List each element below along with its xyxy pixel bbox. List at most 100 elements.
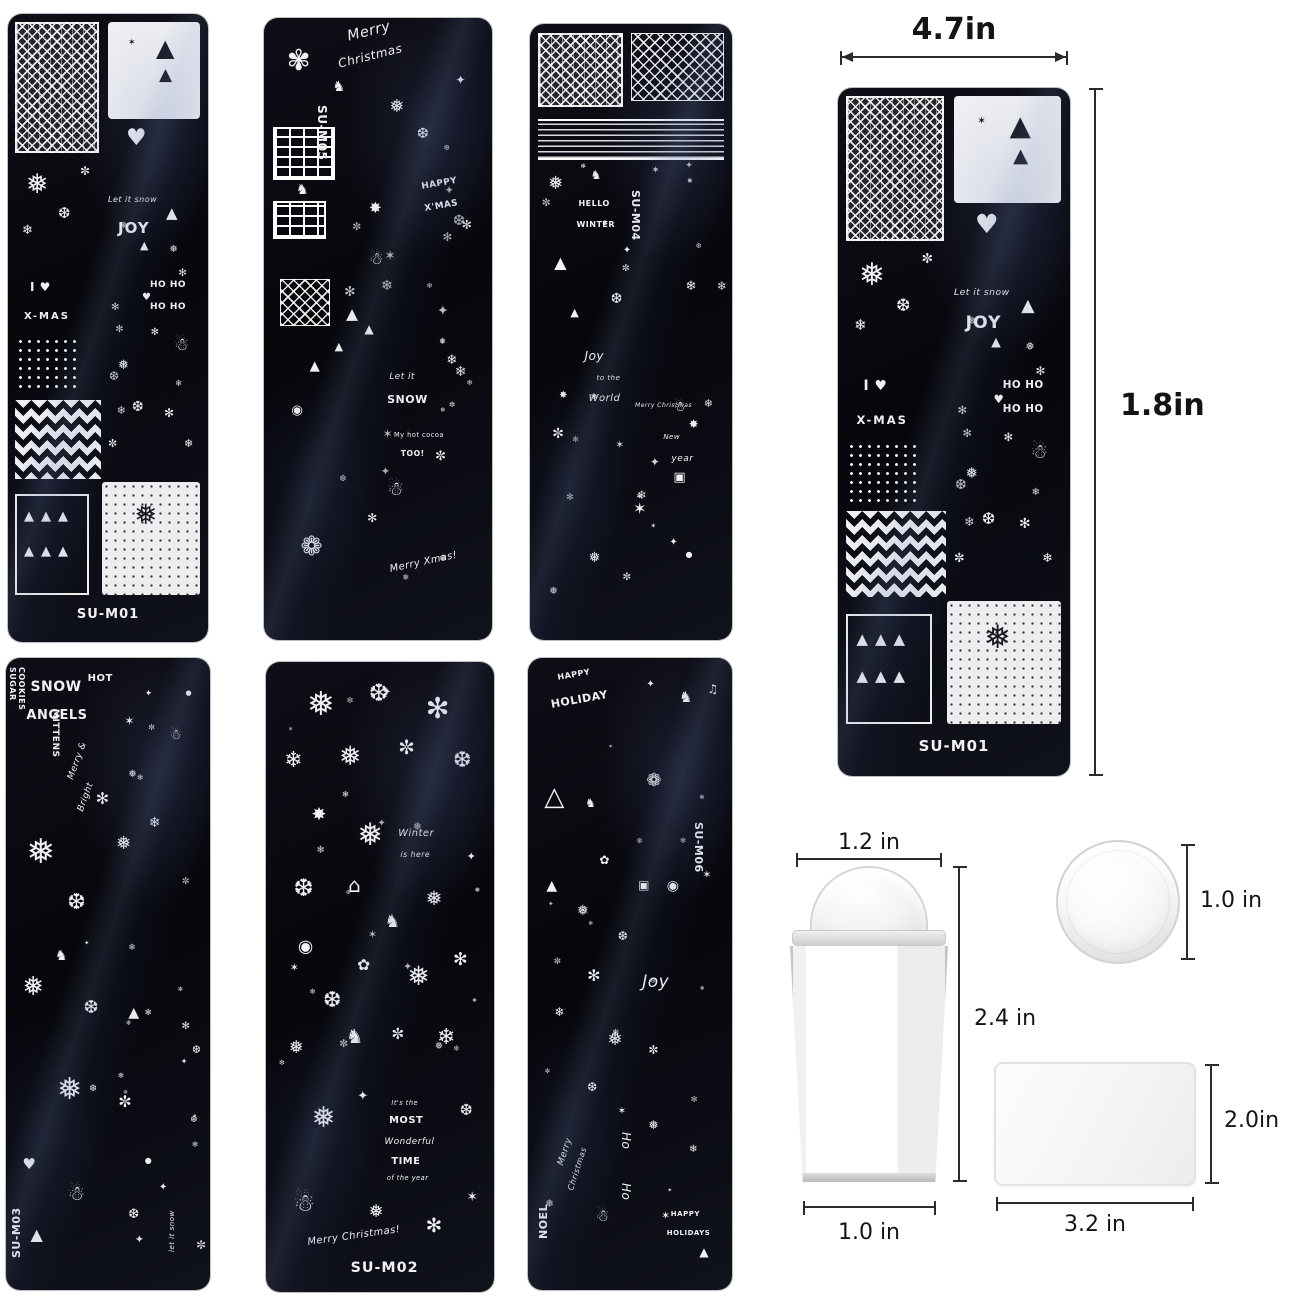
plate-text: HAPPY — [556, 667, 591, 682]
snowflake-icon: ✸ — [559, 390, 568, 402]
snowflake-icon: ❅ — [26, 169, 49, 200]
plate-text: Christmas — [336, 41, 404, 72]
snowflake-icon: ❅ — [439, 337, 447, 348]
snowflake-icon: ❅ — [22, 972, 45, 1002]
plate-text: JOY — [118, 219, 150, 238]
plate-text: of the year — [386, 1174, 429, 1183]
fair-isle-band-tile — [538, 119, 724, 160]
plate-text: I ♥ — [863, 378, 888, 395]
snowflake-icon: ❅ — [858, 257, 885, 293]
snowflake-icon: ❆ — [459, 1101, 473, 1119]
snowflake-icon: ❄ — [341, 788, 349, 799]
snowflake-icon: ✻ — [1035, 364, 1046, 379]
snowflake-icon: ❅ — [338, 740, 362, 772]
plate-text: WINTER — [576, 220, 616, 230]
snowflake-icon: ❅ — [607, 1028, 623, 1050]
tree-icon: ▲▲▲ — [24, 509, 75, 525]
reindeer-icon: ♞ — [54, 947, 68, 964]
snowflake-icon: ✻ — [572, 435, 580, 445]
snowflake-icon: ✻ — [452, 949, 468, 970]
snowflake-icon: ❆ — [443, 142, 450, 152]
snowflake-icon: ✦ — [180, 1056, 188, 1067]
snowflake-icon: ❅ — [434, 1041, 444, 1053]
snowflake-icon: ❆ — [896, 295, 911, 316]
snowflake-icon: ❄ — [116, 404, 126, 418]
snowflake-icon: ❄ — [125, 1019, 132, 1028]
snowflake-icon: ✦ — [622, 244, 632, 256]
snowflake-icon: ✼ — [690, 1093, 698, 1104]
plate-text: Merry & — [66, 740, 90, 782]
dots-pattern-tile — [847, 442, 917, 505]
snowflake-icon: ✻ — [962, 426, 972, 441]
snowflake-icon: ✶ — [367, 928, 378, 942]
tree-icon: ▲ — [346, 305, 358, 324]
sweater-snowflake-tile — [947, 600, 1061, 725]
snowflake-icon: ❅ — [549, 585, 558, 597]
snowflake-icon: ❅ — [548, 172, 564, 194]
tree-icon: △ — [544, 782, 565, 813]
plate-text: It's the — [391, 1098, 419, 1107]
pixel-trees-tile — [15, 494, 89, 595]
music-note-icon: ♫ — [707, 682, 719, 697]
reindeer-icon: ♞ — [345, 1025, 364, 1049]
plate-text: Let it snow — [108, 195, 158, 205]
heart-icon: ♥ — [993, 392, 1004, 407]
snowflake-icon: ❅ — [389, 96, 405, 117]
plate-text: Joy — [642, 972, 670, 992]
nordic-pattern-tile — [15, 21, 99, 154]
snowflake-icon: ❄ — [426, 280, 433, 290]
snowflake-icon: ❅ — [545, 1197, 555, 1211]
snowflake-icon: ❅ — [965, 464, 979, 483]
plate-text: Joy — [584, 349, 605, 364]
snowflake-icon: ❅ — [288, 1038, 304, 1058]
snowflake-icon: ✻ — [699, 793, 705, 801]
snowflake-icon: ✼ — [622, 572, 631, 584]
snowflake-icon: ❄ — [117, 1070, 125, 1080]
stamping-plate-su-m01: ✻✻✻❅✻❄❆❅❄▲▲✶♥❅❆✼❄▲▲♥☃❅❆✻✼❄▲▲▲▲▲▲❅Let it … — [8, 14, 208, 642]
snowflake-icon: ✶ — [124, 713, 135, 728]
snowflake-icon: ❄ — [612, 1026, 620, 1037]
stamper-height-dimension: 2.4 in — [974, 1006, 1037, 1031]
nordic-pattern-tile — [538, 33, 623, 108]
snowflake-icon: ❄ — [554, 1004, 565, 1019]
snowflake-icon: ✼ — [954, 550, 965, 566]
plate-text: ANGELS — [26, 707, 88, 723]
plate-label: SU-M01 — [76, 607, 140, 623]
tree-icon: ▲ — [30, 1224, 43, 1244]
snowflake-icon: ✶ — [977, 114, 986, 127]
snowflake-icon: ❆ — [128, 1206, 140, 1222]
snowflake-icon: ✸ — [688, 417, 699, 432]
snowflake-icon: ❆ — [83, 997, 99, 1019]
tree-icon: ▲ — [546, 878, 558, 895]
tree-icon: ▲ — [1009, 109, 1031, 143]
snowflake-icon: ✦ — [380, 465, 391, 479]
snowflake-icon: ✶ — [615, 439, 625, 452]
snowflake-icon: ✶ — [466, 1190, 478, 1206]
snowman-icon: ☃ — [293, 1189, 316, 1218]
chevron-pattern-tile — [15, 400, 101, 479]
snowflake-icon: ❆ — [981, 509, 996, 529]
snowflake-icon: ❄ — [689, 1143, 698, 1155]
stamping-plate-su-m06: ✼❅✶❄✶✶❆❄✼❄✦✻❅✼✻✦♞✦♫❁△♞✿▲❅▣◉❆✻❄❅✼❆✶❅☃▲❄HA… — [528, 658, 732, 1290]
snowflake-icon: ❅ — [588, 549, 601, 566]
snowflake-icon: ✻ — [164, 405, 175, 420]
tree-icon: ▲ — [156, 33, 175, 62]
snowflake-icon: ❄ — [1042, 550, 1053, 566]
reindeer-icon: ♞ — [295, 181, 309, 198]
snowflake-icon: ❅ — [474, 886, 481, 895]
stamper-dome — [810, 866, 928, 946]
heart-icon: ♥ — [22, 1155, 36, 1174]
snowflake-icon: ✼ — [108, 436, 118, 450]
snowflake-icon: ✼ — [148, 722, 156, 733]
wreath-icon: ❁ — [300, 531, 323, 563]
tree-icon: ▲▲▲ — [856, 629, 913, 648]
snowflake-icon: ❅ — [119, 220, 128, 231]
arrow-left-icon — [842, 52, 853, 62]
brick-pattern-tile — [273, 126, 335, 180]
arrow-right-icon — [1055, 52, 1066, 62]
plate-text: HO HO — [150, 301, 186, 312]
snowflake-icon: ❄ — [636, 487, 647, 502]
snowflake-icon: ❄ — [446, 352, 458, 368]
heart-icon: ♥ — [974, 208, 999, 240]
